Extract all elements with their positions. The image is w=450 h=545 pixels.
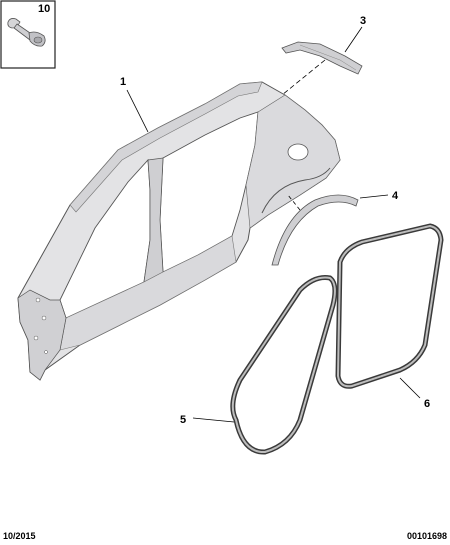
assembly-dash-4 — [287, 194, 301, 211]
front-seal-outer — [230, 275, 338, 455]
rear-quarter — [245, 94, 341, 229]
leader-line-4 — [359, 194, 389, 199]
leader-line-3 — [344, 26, 363, 53]
part-10-inset: 10 — [0, 0, 56, 69]
roof-rail — [69, 81, 263, 213]
callout-number-3: 3 — [360, 15, 366, 27]
rivet-fastener-icon — [7, 18, 46, 47]
a-pillar-lower — [17, 289, 67, 381]
fuel-filler-recess — [287, 143, 309, 161]
rear-seal-outer — [335, 223, 444, 389]
callout-number-1: 1 — [120, 76, 126, 88]
rear-seal-inner — [336, 224, 443, 388]
rocker-sill — [59, 235, 237, 351]
front-seal-inner — [231, 276, 336, 454]
part-1-body-side-panel: 1 — [17, 76, 341, 381]
callout-number-4: 4 — [392, 190, 399, 202]
arch-trim-shape — [271, 194, 359, 266]
part-4-wheel-arch-trim: 4 — [271, 190, 399, 266]
part-6-rear-door-seal: 6 — [335, 223, 444, 410]
callout-number-5: 5 — [180, 414, 186, 426]
part-5-front-door-seal: 5 — [180, 275, 338, 455]
callout-number-6: 6 — [424, 398, 430, 410]
roof-strip-shape — [281, 41, 363, 75]
footer-reference-number: 00101698 — [406, 531, 447, 541]
footer-date: 10/2015 — [3, 531, 36, 541]
leader-line-6 — [399, 377, 421, 399]
part-3-roof-strip: 3 — [281, 15, 366, 96]
assembly-dash-3 — [281, 59, 326, 96]
leader-line-1 — [126, 89, 149, 133]
leader-line-5 — [192, 417, 235, 423]
rear-wheel-arch — [261, 167, 331, 214]
callout-number-10: 10 — [38, 3, 50, 15]
